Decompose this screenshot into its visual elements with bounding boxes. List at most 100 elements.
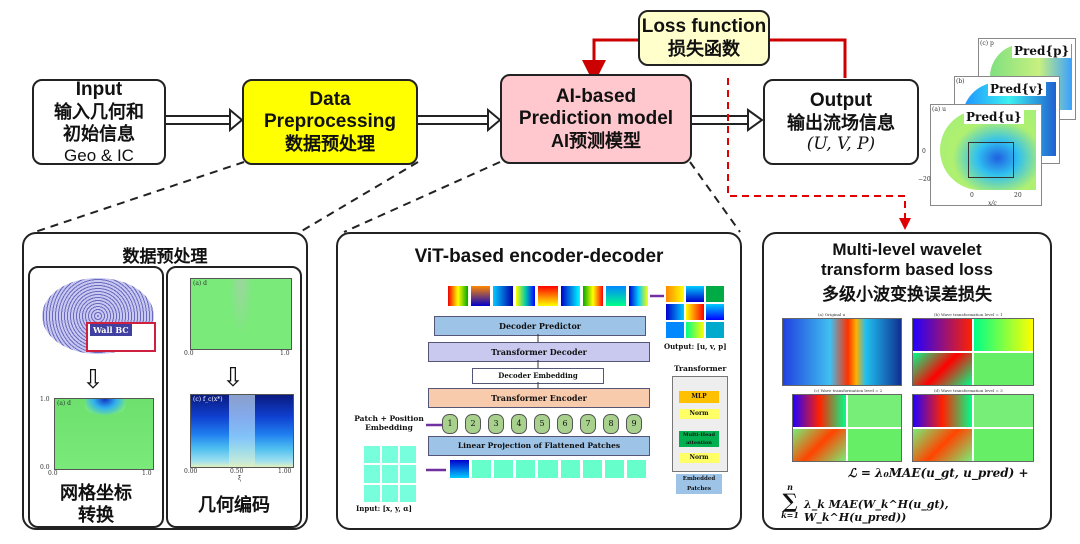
plot-a-xtick0: 0.0 [48, 470, 58, 477]
pred-label-v: Pred{v} [988, 82, 1046, 96]
input-line-3: Geo & IC [64, 145, 134, 165]
plot-d-label: (a) d [193, 280, 208, 287]
loss-formula-1: ℒ = λ₀MAE(u_gt, u_pred) + [848, 466, 1029, 480]
wavelet-title-b: (b) Wave transformation level = 1 [934, 312, 1003, 317]
wavelet-subplot-a [782, 318, 902, 386]
plot-c-wake [229, 395, 255, 467]
token: 1 [442, 414, 458, 434]
sum-bottom: k=1 [781, 510, 799, 520]
loss-title: Loss function [641, 16, 767, 37]
decoder-output-patches [448, 286, 649, 306]
pred-tick-y0: 0 [922, 148, 926, 155]
loss-feedback-arrow [582, 38, 847, 84]
sum-sign: ∑ [782, 489, 798, 513]
token: 7 [580, 414, 596, 434]
preprocessing-panel: 数据预处理 Wall BC ⇩ (a) d 1.0 0.0 0.0 1.0 网格… [22, 232, 308, 530]
linear-projection-block: Linear Projection of Flattened Patches [428, 436, 650, 456]
pred-tick-x0: 0 [970, 192, 974, 199]
down-arrow-1: ⇩ [82, 364, 104, 394]
input-label: Input: [x, y, α] [356, 504, 412, 513]
embedded-patches-block: Embedded Patches [676, 474, 722, 494]
plot-d: (a) d [190, 278, 292, 350]
flow-arrow-preproc-ai [418, 107, 502, 133]
ai-title-2: Prediction model [518, 108, 674, 129]
plot-a-ytick: 1.0 [40, 396, 50, 403]
grid-subpanel: Wall BC ⇩ (a) d 1.0 0.0 0.0 1.0 网格坐标 转换 [28, 266, 164, 528]
output-box: Output 输出流场信息 (U, V, P) [763, 79, 919, 165]
pred-letter-p: (c) p [980, 40, 994, 47]
input-grid [364, 446, 416, 502]
pred-label-p: Pred{p} [1012, 44, 1072, 58]
mha-block: Multi-Head attention [679, 431, 719, 447]
preproc-title-1: Data [309, 89, 351, 110]
wavelet-link-arrow [727, 78, 906, 222]
pred-axis-x: x/c [988, 200, 997, 207]
input-line-1: 输入几何和 [54, 101, 144, 122]
plot-c: (c) f_c(x*) [190, 394, 294, 468]
flow-arrow-ai-output [692, 108, 764, 132]
pred-letter-u: (a) u [932, 106, 947, 113]
wavelet-subplot-d [912, 394, 1034, 462]
wavelet-title-1: Multi-level wavelet [832, 240, 982, 259]
vit-panel: ViT-based encoder-decoder Decoder Predic… [336, 232, 742, 530]
plot-a-label: (a) d [57, 400, 72, 407]
plot-a: (a) d [54, 398, 154, 470]
wavelet-subplot-b [912, 318, 1034, 386]
pred-u-zoombox [968, 142, 1014, 178]
output-sub: 输出流场信息 [787, 112, 895, 133]
output-title: Output [809, 89, 873, 111]
transformer-encoder-block: Transformer Encoder [428, 388, 650, 408]
loss-function-box: Loss function 损失函数 [638, 10, 770, 66]
transformer-detail-title: Transformer [674, 364, 727, 373]
grid-caption-2: 转换 [78, 505, 114, 525]
plot-c-xtick4: 1.00 [278, 468, 292, 475]
zoom-lines [34, 161, 741, 233]
loss-formula-2: λ_k MAE(W_k^H(u_gt), W_k^H(u_pred)) [804, 498, 949, 524]
transformer-detail: MLP Norm Multi-Head attention Norm [672, 376, 728, 472]
geo-caption: 几何编码 [198, 495, 270, 515]
plot-d-wake [227, 279, 255, 347]
plot-d-xtick5: 1.0 [280, 350, 290, 357]
decoder-predictor-block: Decoder Predictor [434, 316, 646, 336]
token-row: 1 2 3 4 5 6 7 8 9 [442, 414, 642, 434]
token: 9 [626, 414, 642, 434]
preproc-sub: 数据预处理 [285, 134, 375, 154]
transformer-decoder-block: Transformer Decoder [428, 342, 650, 362]
wavelet-subplot-c [792, 394, 902, 462]
input-patches [450, 460, 646, 478]
mesh-label: Wall BC [90, 324, 132, 336]
plot-a-wake [85, 399, 125, 415]
geo-subpanel: (a) d 0.0 1.0 ⇩ (c) f_c(x*) 0.00 0.50 1.… [166, 266, 302, 528]
flow-arrow-input-preproc [166, 107, 244, 133]
token: 3 [488, 414, 504, 434]
input-title: Input [75, 78, 123, 100]
output-vars: (U, V, P) [806, 133, 876, 154]
input-box: Input 输入几何和 初始信息 Geo & IC [32, 79, 166, 165]
loss-formula-sum: n ∑ k=1 [780, 482, 800, 520]
plot-a-ytick2: 0.0 [40, 464, 50, 471]
wavelet-title-c: (c) Wave transformation level = 2 [814, 388, 883, 393]
wavelet-title-a: (a) Original u [818, 312, 846, 317]
ai-title-1: AI-based [555, 86, 637, 107]
preprocessing-box: Data Preprocessing 数据预处理 [242, 79, 418, 165]
plot-c-xtick0: 0.00 [184, 468, 198, 475]
token: 6 [557, 414, 573, 434]
plot-c-label: (c) f_c(x*) [193, 396, 223, 403]
vit-panel-title: ViT-based encoder-decoder [414, 246, 664, 267]
grid-caption-1: 网格坐标 [60, 483, 132, 503]
wavelet-panel: Multi-level wavelet transform based loss… [762, 232, 1052, 530]
output-grid [666, 286, 724, 338]
loss-sub: 损失函数 [668, 39, 740, 59]
plot-c-xtick2: 0.50 [230, 468, 244, 475]
down-arrow-2: ⇩ [222, 362, 244, 392]
plot-c-axis: ξ [238, 475, 242, 482]
input-line-2: 初始信息 [63, 123, 135, 144]
prediction-stack: Pred{p} (c) p Pred{v} (b) Pred{u} (a) u … [918, 30, 1078, 210]
wavelet-title-2: transform based loss [821, 260, 993, 279]
plot-d-xtick0: 0.0 [184, 350, 194, 357]
wavelet-sub: 多级小波变换误差损失 [822, 285, 992, 304]
vit-arrows [426, 294, 664, 472]
token: 8 [603, 414, 619, 434]
norm-block-1: Norm [679, 409, 719, 419]
